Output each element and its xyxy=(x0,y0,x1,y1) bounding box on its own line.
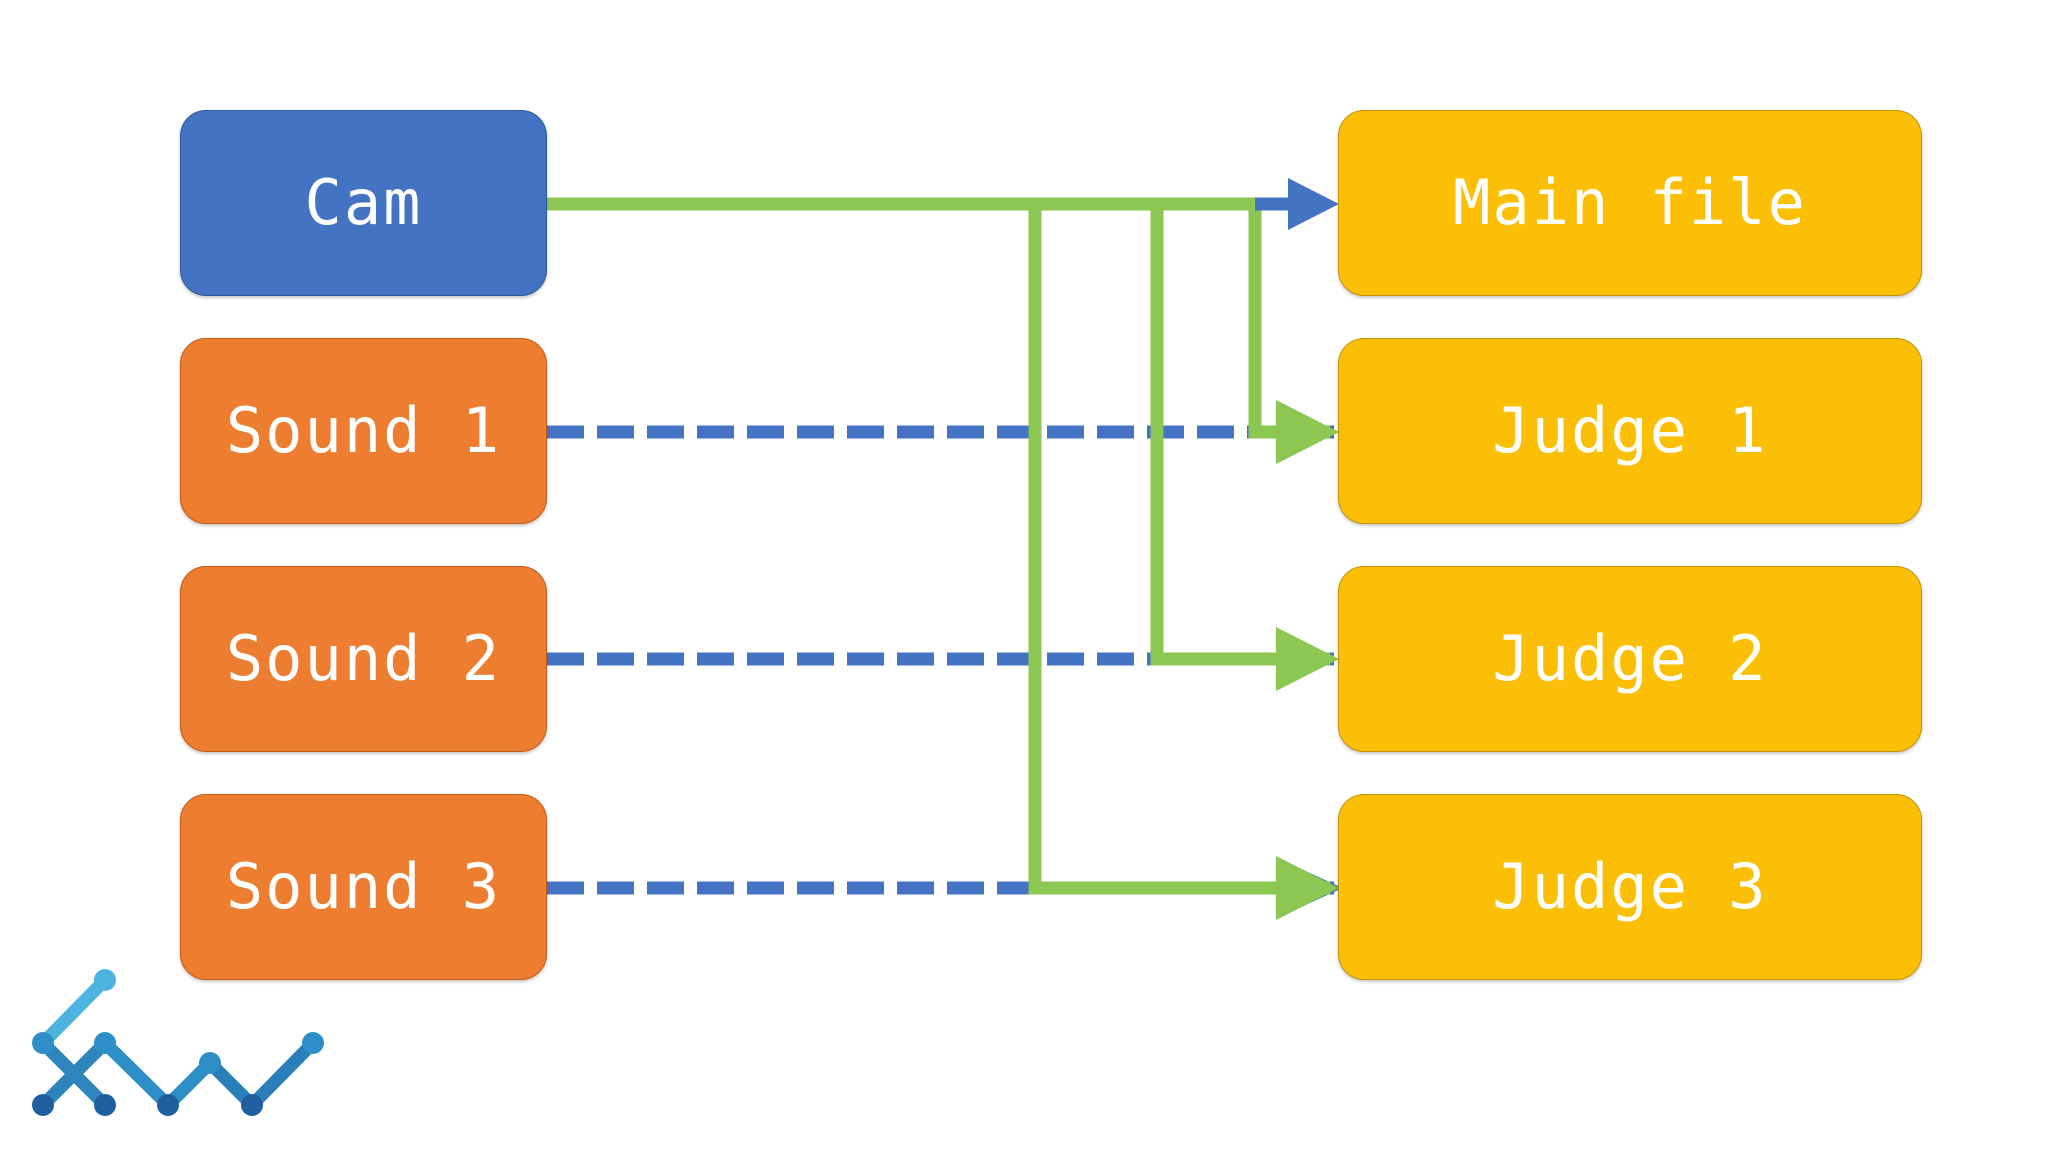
node-sound-1[interactable]: Sound 1 xyxy=(180,338,547,524)
node-judge-3-label: Judge 3 xyxy=(1492,850,1768,923)
node-judge-1-label: Judge 1 xyxy=(1492,394,1768,467)
video-arrowhead-judge2 xyxy=(1276,627,1339,691)
node-judge-2-label: Judge 2 xyxy=(1492,622,1768,695)
node-main-file-label: Main file xyxy=(1453,166,1807,239)
node-sound-2-label: Sound 2 xyxy=(225,622,502,695)
video-arrowhead-judge3 xyxy=(1276,856,1339,920)
node-sound-2[interactable]: Sound 2 xyxy=(180,566,547,752)
video-arrowhead-judge1 xyxy=(1276,400,1339,464)
node-sound-3-label: Sound 3 xyxy=(225,850,502,923)
node-cam-label: Cam xyxy=(304,166,423,239)
zigzag-network-logo-icon xyxy=(32,969,324,1116)
video-link-bus xyxy=(547,197,1330,895)
node-sound-3[interactable]: Sound 3 xyxy=(180,794,547,980)
node-judge-2[interactable]: Judge 2 xyxy=(1338,566,1922,752)
video-link-cam-mainfile-arrow xyxy=(1255,178,1339,230)
node-sound-1-label: Sound 1 xyxy=(225,394,502,467)
node-cam[interactable]: Cam xyxy=(180,110,547,296)
node-judge-1[interactable]: Judge 1 xyxy=(1338,338,1922,524)
node-judge-3[interactable]: Judge 3 xyxy=(1338,794,1922,980)
node-main-file[interactable]: Main file xyxy=(1338,110,1922,296)
